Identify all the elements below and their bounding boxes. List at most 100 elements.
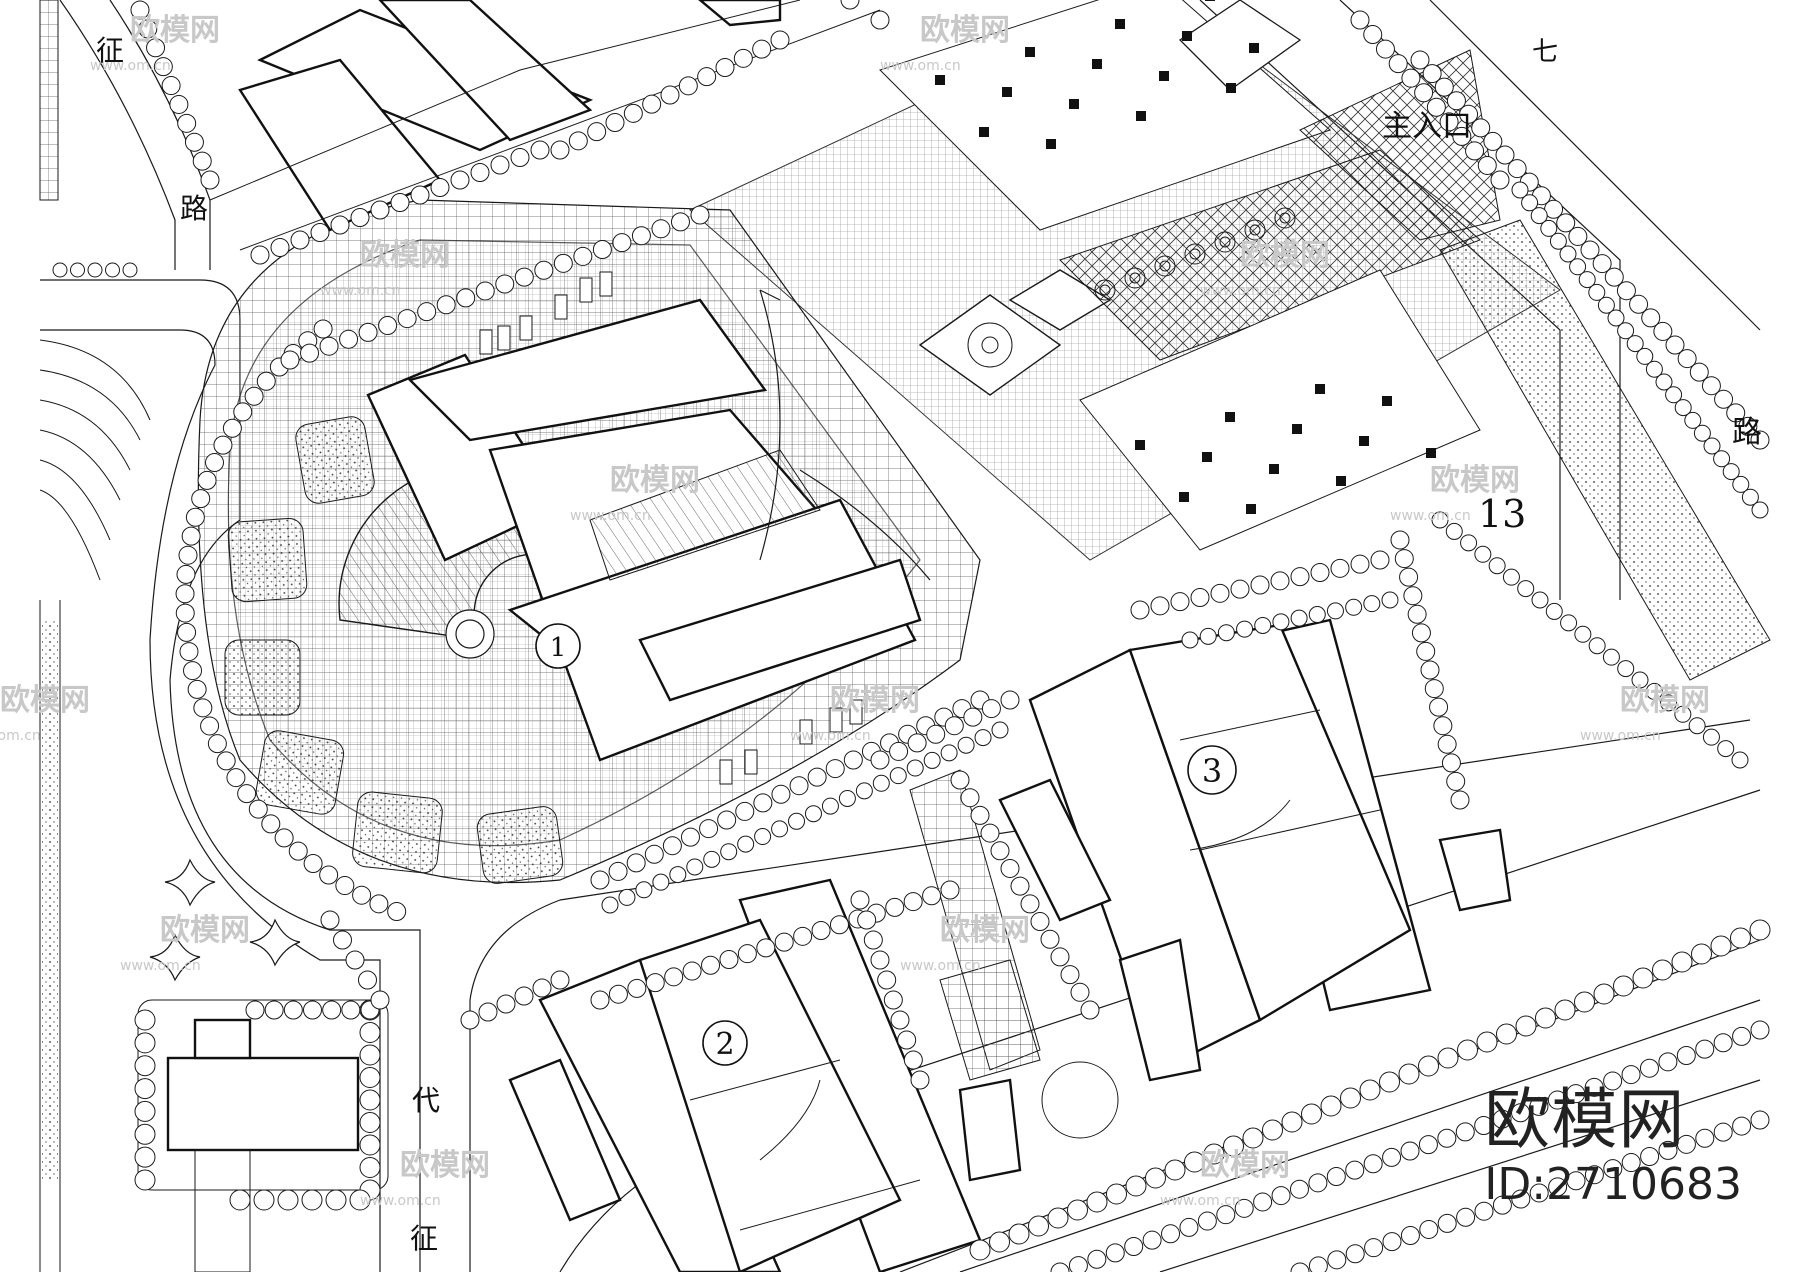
tree	[1327, 1250, 1347, 1270]
tree	[735, 801, 755, 821]
road-label-qi: 七	[1532, 37, 1558, 67]
tree	[303, 853, 323, 873]
tree	[605, 113, 625, 132]
tree	[590, 870, 610, 890]
tree	[1732, 475, 1750, 493]
tree	[1030, 912, 1050, 932]
tree	[245, 1000, 265, 1020]
tree	[1070, 982, 1090, 1002]
tree	[184, 132, 204, 152]
tree	[322, 1000, 342, 1020]
tree	[1272, 613, 1290, 631]
tree	[1441, 753, 1461, 773]
tree	[1574, 991, 1595, 1013]
tree	[490, 155, 510, 175]
tree	[1701, 376, 1721, 396]
tree	[1530, 207, 1548, 225]
tree	[1531, 591, 1549, 609]
tree	[1607, 309, 1625, 327]
paver-block	[1179, 492, 1189, 502]
tree	[1020, 894, 1040, 914]
tree	[229, 1189, 251, 1211]
tree	[1621, 1065, 1641, 1085]
tree	[436, 295, 456, 315]
tree	[821, 797, 839, 815]
tree	[1529, 1183, 1549, 1203]
tree	[1502, 568, 1520, 586]
paver-block	[1115, 19, 1125, 29]
tree	[1496, 1023, 1517, 1045]
tree	[1028, 1215, 1049, 1237]
building-3-marker: 3	[1187, 745, 1237, 795]
tree	[146, 38, 166, 58]
tree	[720, 843, 738, 861]
tree	[1407, 604, 1427, 624]
tree	[1713, 1122, 1733, 1142]
tree	[1568, 226, 1588, 246]
tree	[1308, 606, 1326, 624]
tree	[840, 0, 860, 10]
tree	[181, 526, 201, 546]
tree	[134, 1078, 156, 1100]
tree	[608, 984, 628, 1004]
tree	[793, 926, 813, 946]
tree	[378, 315, 398, 335]
tree	[1379, 1071, 1400, 1093]
tree	[1437, 1213, 1457, 1233]
tree	[1490, 170, 1510, 190]
paver-block	[1292, 424, 1302, 434]
tree	[330, 215, 350, 235]
tree	[1554, 999, 1576, 1021]
tree	[1340, 1087, 1361, 1109]
tree	[192, 151, 212, 171]
tree	[770, 30, 790, 50]
tree	[1477, 155, 1497, 175]
tree	[1693, 424, 1711, 442]
tiled-watermark-url: www.om.cn	[90, 58, 171, 74]
ring-planter	[1244, 219, 1266, 241]
tree	[1507, 159, 1527, 179]
tiled-watermark-url: www.om.cn	[1160, 1193, 1241, 1209]
tree	[1364, 1238, 1384, 1258]
tree	[175, 584, 195, 604]
tree	[248, 799, 268, 819]
tree	[1047, 1207, 1069, 1229]
tree	[660, 85, 680, 105]
tree	[1345, 598, 1363, 616]
tree	[478, 1002, 498, 1022]
tiled-watermark: 欧模网	[360, 238, 450, 273]
tree	[1060, 965, 1080, 985]
tiled-watermark-url: www.om.cn	[570, 508, 651, 524]
tree	[213, 435, 233, 455]
tree	[1375, 39, 1395, 59]
tree	[1580, 240, 1600, 260]
tree	[1230, 579, 1250, 599]
tree	[686, 858, 704, 876]
tiled-watermark: 欧模网	[130, 13, 220, 48]
tree	[1150, 596, 1170, 616]
tree	[1749, 919, 1771, 941]
tree	[1040, 929, 1060, 949]
tree	[470, 163, 490, 182]
tree	[358, 322, 378, 342]
tree	[1613, 975, 1634, 997]
tree	[475, 281, 495, 301]
tree	[176, 564, 196, 584]
tree	[1548, 1177, 1568, 1197]
tree	[1671, 951, 1693, 973]
tree	[207, 734, 227, 754]
tree	[1588, 637, 1606, 655]
tree	[532, 978, 552, 998]
tree	[301, 1189, 323, 1211]
tree	[906, 759, 924, 777]
tree	[256, 371, 276, 391]
paver-block	[1382, 396, 1392, 406]
tree	[1556, 213, 1576, 233]
tree	[1517, 580, 1535, 598]
tree	[1398, 1063, 1420, 1085]
tree	[1390, 530, 1410, 550]
tree	[205, 453, 225, 473]
tree	[274, 828, 294, 848]
tree	[1433, 716, 1453, 736]
tree	[222, 418, 242, 438]
